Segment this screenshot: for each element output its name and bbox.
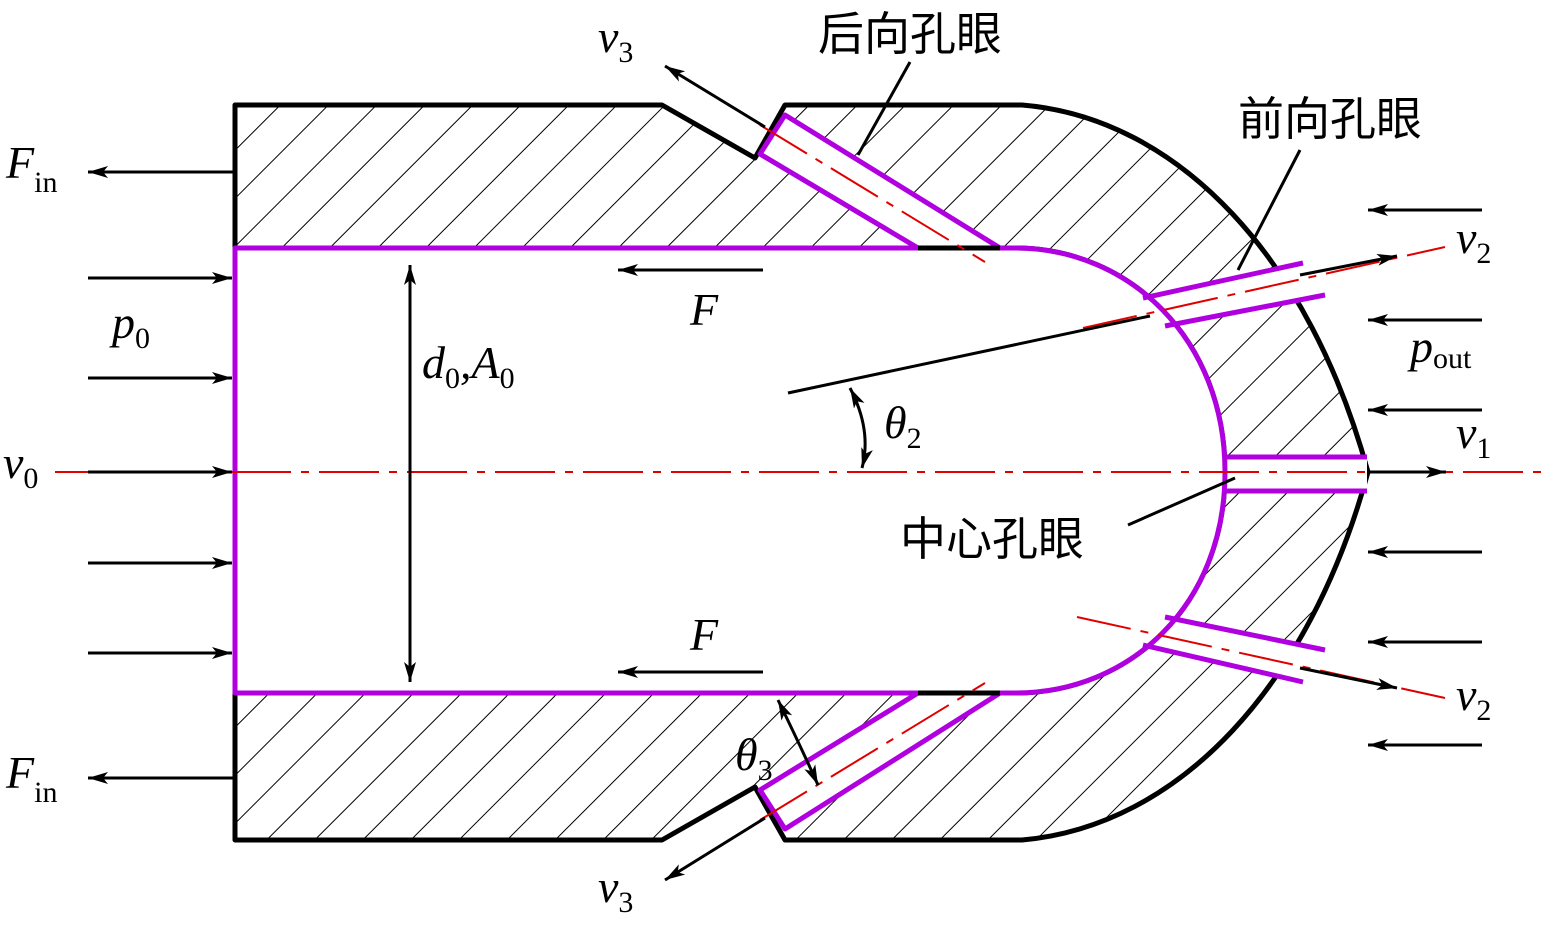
f-in-label-bottom: Fin <box>5 747 57 809</box>
v1-label: v1 <box>1456 407 1491 465</box>
backward-hole-lower <box>760 693 1000 829</box>
center-hole <box>1225 457 1367 491</box>
v3-label-top: v3 <box>598 11 633 69</box>
arrows <box>88 61 1482 882</box>
f-label-bottom: F <box>689 609 719 660</box>
v3-label-bottom: v3 <box>598 861 633 919</box>
forward-hole-lower <box>1143 617 1325 682</box>
d0-a0-label: d0,A0 <box>422 337 515 395</box>
theta3-label: θ3 <box>735 729 773 787</box>
f-in-label-top: Fin <box>5 137 57 199</box>
theta2-label: θ2 <box>884 397 922 455</box>
p-out-label: pout <box>1407 321 1472 375</box>
center-hole-label: 中心孔眼 <box>900 512 1084 566</box>
backward-hole-upper <box>760 115 1000 248</box>
forward-hole-label: 前向孔眼 <box>1238 92 1422 146</box>
v0-label: v0 <box>3 437 38 495</box>
p0-label: p0 <box>109 297 150 355</box>
backward-hole-label: 后向孔眼 <box>818 7 1002 61</box>
v2-label-top: v2 <box>1456 212 1491 270</box>
inner-cavity <box>235 248 1225 693</box>
v2-label-bottom: v2 <box>1456 669 1491 727</box>
f-label-top: F <box>689 284 719 335</box>
